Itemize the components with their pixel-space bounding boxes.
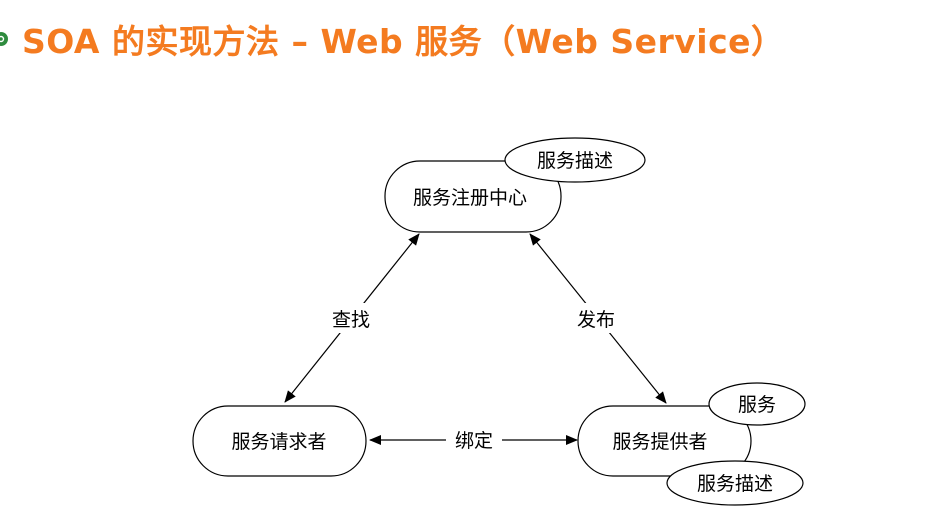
provider-service-tag: 服务 <box>708 382 806 426</box>
page-title: SOA 的实现方法 – Web 服务（Web Service） <box>22 22 785 61</box>
provider-node: 服务提供者 <box>577 405 752 477</box>
provider-description-label: 服务描述 <box>697 473 773 495</box>
bullet-icon <box>0 32 8 46</box>
registry-description-tag: 服务描述 <box>504 137 646 183</box>
publish-label: 发布 <box>577 309 615 331</box>
requester-node: 服务请求者 <box>192 405 367 477</box>
provider-description-tag: 服务描述 <box>666 460 804 506</box>
registry-description-label: 服务描述 <box>537 150 613 172</box>
bind-label: 绑定 <box>455 430 493 452</box>
registry-node: 服务注册中心 <box>384 160 562 233</box>
find-label: 查找 <box>332 309 370 331</box>
registry-label: 服务注册中心 <box>413 187 527 209</box>
requester-label: 服务请求者 <box>231 431 326 453</box>
provider-service-label: 服务 <box>738 394 776 416</box>
provider-label: 服务提供者 <box>612 431 707 453</box>
